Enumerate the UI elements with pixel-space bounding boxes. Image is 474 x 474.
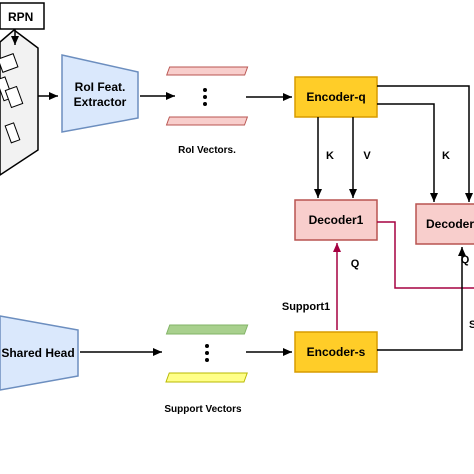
ellipsis-dot	[205, 358, 209, 362]
ellipsis-dot	[203, 88, 207, 92]
support-vectors-caption: Support Vectors	[164, 404, 242, 415]
label-v: V	[363, 150, 371, 162]
label-support2-partial: S	[469, 319, 474, 331]
roi-vectors-stack	[165, 66, 249, 126]
shared-head: Shared Head	[0, 315, 79, 391]
encoder-q-label: Encoder-q	[306, 90, 365, 104]
red-line-support2	[377, 221, 474, 289]
ellipsis-dot	[205, 351, 209, 355]
decoder2-box: Decoder	[415, 203, 474, 245]
arrow-k-to-decoder2	[377, 103, 438, 202]
encoder-s-label: Encoder-s	[307, 345, 366, 359]
label-k-left: K	[326, 150, 334, 162]
roi-extractor-label-line2: Extractor	[74, 95, 127, 109]
decoder1-box: Decoder1	[294, 199, 378, 241]
ellipsis-dot	[203, 102, 207, 106]
rpn-label: RPN	[8, 10, 33, 24]
arrow-v-to-decoder2	[377, 85, 473, 202]
ellipsis-dot	[205, 344, 209, 348]
decoder1-label: Decoder1	[309, 213, 364, 227]
rpn-box: RPN	[0, 2, 45, 30]
label-q-decoder1: Q	[351, 258, 360, 270]
support-vectors-stack	[165, 324, 249, 383]
label-q-decoder2: Q	[461, 254, 470, 266]
input-feature-map	[0, 29, 39, 176]
ellipsis-dot	[203, 95, 207, 99]
decoder2-label: Decoder	[426, 217, 474, 231]
label-k-right: K	[442, 150, 450, 162]
label-support1: Support1	[282, 301, 330, 313]
roi-vectors-caption: RoI Vectors.	[178, 145, 236, 156]
shared-head-label: Shared Head	[1, 346, 74, 360]
arrow-q-to-decoder2	[377, 247, 466, 351]
encoder-q-box: Encoder-q	[294, 76, 378, 118]
encoder-s-box: Encoder-s	[294, 331, 378, 373]
roi-feature-extractor: RoI Feat. Extractor	[61, 54, 139, 133]
roi-extractor-label-line1: RoI Feat.	[75, 80, 126, 94]
